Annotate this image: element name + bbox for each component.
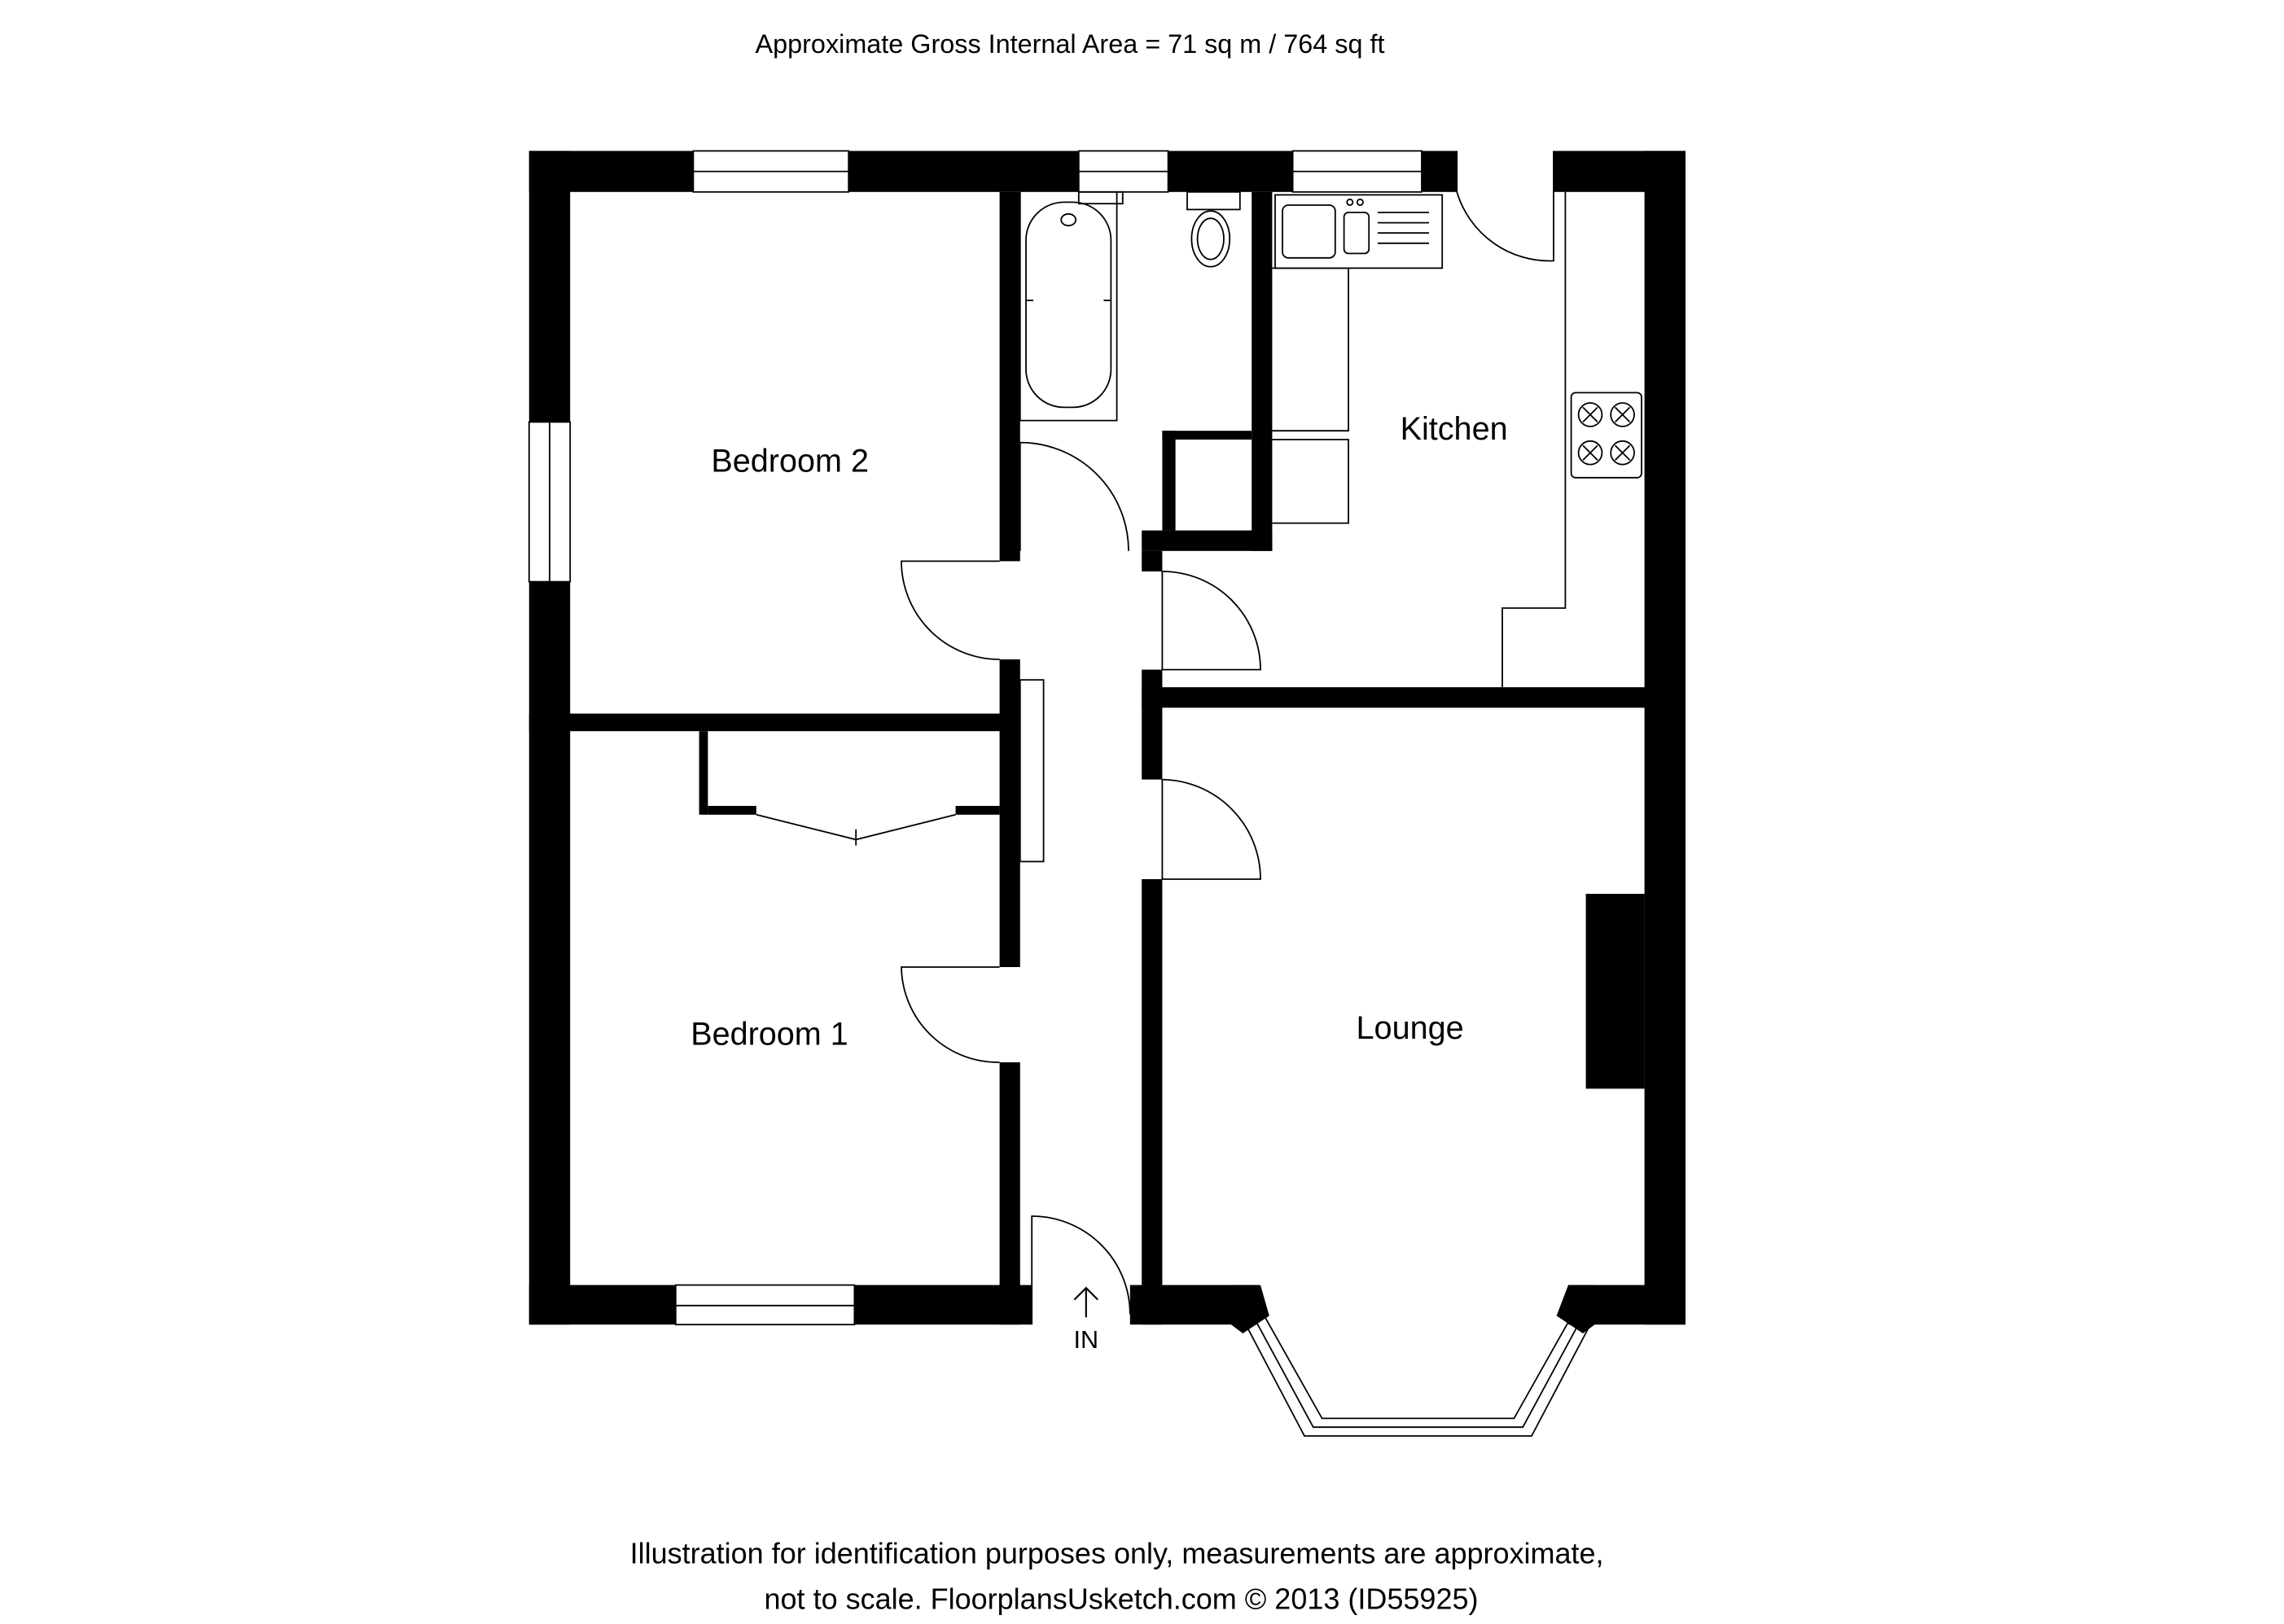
door-bathroom (1019, 441, 1129, 551)
hall-wall-left (999, 1062, 1020, 1325)
hob (1570, 392, 1642, 479)
hall-wall-left (999, 191, 1020, 562)
wardrobe-side (699, 731, 708, 815)
wall-bed2-bed1 (528, 713, 1020, 732)
wardrobe-side (955, 806, 1000, 815)
door-front (1031, 1215, 1131, 1325)
bathtub (1025, 201, 1112, 409)
bay-pier-right (1556, 1285, 1595, 1333)
door-bedroom2 (901, 560, 1000, 660)
entrance-arrow-icon (1073, 1286, 1098, 1318)
kitchen-worktop (1272, 267, 1349, 432)
room-label-kitchen: Kitchen (1401, 411, 1508, 447)
cupboard-wall (1162, 431, 1176, 531)
walls (528, 151, 1686, 1333)
hall-wall-left (999, 659, 1020, 967)
bay-window (1245, 1324, 1591, 1437)
outer-wall-left (528, 581, 571, 1325)
hall-radiator (1019, 679, 1045, 863)
outer-wall-top (1168, 151, 1293, 192)
outer-wall-right (1644, 151, 1686, 1325)
outer-wall-top (848, 151, 1079, 192)
bay-pier-left (1231, 1285, 1269, 1333)
hall-wall-right (1142, 669, 1163, 780)
outer-wall-top (1422, 151, 1458, 192)
fixtures (1019, 190, 1642, 688)
doors (756, 151, 1554, 1325)
room-label-bedroom1: Bedroom 1 (690, 1016, 848, 1052)
kitchen-worktop (1272, 439, 1349, 524)
door-bedroom1 (901, 966, 1000, 1063)
wardrobe-side (708, 806, 756, 815)
area-title: Approximate Gross Internal Area = 71 sq … (756, 29, 1385, 59)
door-kitchen (1161, 571, 1261, 671)
chimney-breast (1585, 894, 1645, 1089)
kitchen-worktop (1501, 191, 1567, 688)
toilet-bowl (1190, 210, 1231, 268)
room-label-lounge: Lounge (1357, 1010, 1464, 1046)
window-bed1-bottom (674, 1284, 856, 1326)
door-lounge (1161, 778, 1261, 880)
hall-wall-right (1142, 550, 1163, 571)
door-kitchen-back (1456, 151, 1554, 262)
toilet-cistern (1186, 190, 1241, 211)
footer-copyright: not to scale. FloorplansUsketch.com © 20… (765, 1582, 1479, 1615)
outer-wall-bottom (528, 1285, 676, 1325)
basin (1077, 190, 1124, 205)
room-label-bedroom2: Bedroom 2 (711, 444, 869, 479)
footer-disclaimer: Illustration for identification purposes… (630, 1537, 1604, 1570)
kitchen-sink (1274, 194, 1444, 269)
bath-surround (1019, 191, 1118, 422)
bathroom-wall-bottom (1142, 530, 1273, 551)
wall-kitchen-lounge (1142, 687, 1686, 708)
hall-wall-right (1142, 879, 1163, 1325)
entrance-label: IN (1074, 1326, 1099, 1354)
outer-wall-left (528, 151, 571, 422)
windows (528, 150, 1591, 1437)
cupboard-wall (1162, 431, 1252, 440)
bathroom-wall-right (1252, 191, 1273, 551)
